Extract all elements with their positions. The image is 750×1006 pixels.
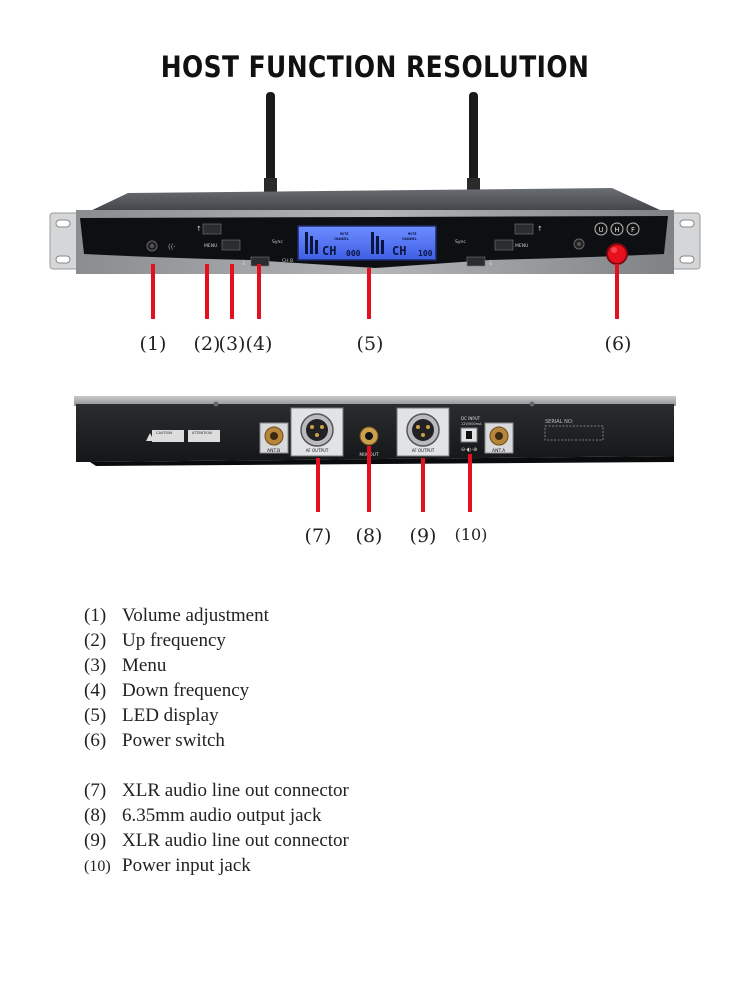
dc-input-jack-icon: DC INPUT 12V/500mA ⊖-◐-⊕ bbox=[460, 416, 482, 453]
svg-text:ANT.A: ANT.A bbox=[492, 448, 506, 454]
callout-6: (6) bbox=[604, 333, 632, 355]
rack-ear-right bbox=[669, 212, 701, 270]
svg-text:AF OUTPUT: AF OUTPUT bbox=[306, 448, 329, 453]
callout-2: (2) bbox=[193, 333, 221, 355]
svg-text:MENU: MENU bbox=[204, 243, 217, 249]
svg-text:CH B: CH B bbox=[282, 258, 293, 264]
marker-9 bbox=[421, 458, 425, 512]
legend-item-4: (4)Down frequency bbox=[84, 680, 250, 701]
svg-text:MUTE: MUTE bbox=[408, 232, 416, 236]
callout-8: (8) bbox=[355, 525, 383, 547]
svg-text:CH: CH bbox=[322, 244, 336, 258]
legend-item-3: (3)Menu bbox=[84, 655, 167, 676]
marker-8 bbox=[367, 446, 371, 512]
marker-1 bbox=[151, 264, 155, 319]
xlr-connector-left-icon: AF OUTPUT bbox=[290, 407, 344, 457]
svg-text:U: U bbox=[598, 226, 603, 234]
svg-text:Sync: Sync bbox=[272, 239, 283, 245]
lcd-display: CH 000 CH 100 MUTE CHANNEL MUTE CHANNEL bbox=[297, 225, 437, 261]
svg-text:CAUTION: CAUTION bbox=[156, 431, 172, 435]
svg-text:ANT.B: ANT.B bbox=[267, 448, 280, 454]
legend-item-10: (10)Power input jack bbox=[84, 855, 251, 876]
svg-text:DC INPUT: DC INPUT bbox=[461, 416, 481, 421]
callout-5: (5) bbox=[356, 333, 384, 355]
antenna-left-icon bbox=[264, 92, 277, 194]
marker-10 bbox=[468, 454, 472, 512]
svg-text:SERIAL NO:: SERIAL NO: bbox=[545, 419, 574, 425]
legend-item-2: (2)Up frequency bbox=[84, 630, 226, 651]
svg-text:Sync: Sync bbox=[455, 239, 466, 245]
callout-4: (4) bbox=[245, 333, 273, 355]
svg-text:CH: CH bbox=[392, 244, 406, 258]
legend-item-5: (5)LED display bbox=[84, 705, 219, 726]
legend-item-9: (9)XLR audio line out connector bbox=[84, 830, 349, 851]
svg-text:CHANNEL: CHANNEL bbox=[334, 237, 349, 241]
legend-item-6: (6)Power switch bbox=[84, 730, 225, 751]
svg-text:↑: ↑ bbox=[537, 225, 543, 233]
legend-item-7: (7)XLR audio line out connector bbox=[84, 780, 349, 801]
svg-text:((·: ((· bbox=[168, 243, 176, 251]
svg-text:100: 100 bbox=[418, 249, 433, 258]
svg-text:⊖-◐-⊕: ⊖-◐-⊕ bbox=[461, 447, 477, 453]
marker-7 bbox=[316, 458, 320, 512]
svg-text:↓: ↓ bbox=[488, 259, 494, 267]
xlr-connector-right-icon: AF OUTPUT bbox=[396, 407, 450, 457]
callout-1: (1) bbox=[139, 333, 167, 355]
svg-text:↑: ↑ bbox=[196, 225, 202, 233]
legend-item-8: (8)6.35mm audio output jack bbox=[84, 805, 322, 826]
svg-text:MUTE: MUTE bbox=[340, 232, 348, 236]
rear-panel-illustration: CAUTION ATTENTION ANT.B AF OUTPUT MIX OU… bbox=[74, 396, 676, 466]
power-button-icon bbox=[606, 243, 628, 265]
svg-text:CHANNEL: CHANNEL bbox=[402, 237, 417, 241]
svg-text:AF OUTPUT: AF OUTPUT bbox=[412, 448, 435, 453]
svg-text:F: F bbox=[631, 226, 635, 234]
front-panel-illustration: ((· ↑ ↓ MENU Sync CH B ↑ ↓ MENU Sync U H… bbox=[49, 92, 701, 274]
antenna-b-connector-icon: ANT.B bbox=[259, 422, 289, 454]
svg-text:↓: ↓ bbox=[241, 259, 247, 267]
svg-text:12V/500mA: 12V/500mA bbox=[461, 422, 482, 426]
callout-7: (7) bbox=[304, 525, 332, 547]
callout-9: (9) bbox=[409, 525, 437, 547]
svg-text:H: H bbox=[614, 226, 619, 234]
marker-5 bbox=[367, 268, 371, 319]
svg-text:000: 000 bbox=[346, 249, 361, 258]
warning-labels: CAUTION ATTENTION bbox=[146, 430, 220, 442]
marker-3 bbox=[230, 264, 234, 319]
marker-4 bbox=[257, 264, 261, 319]
function-legend: (1)Volume adjustment (2)Up frequency (3)… bbox=[84, 603, 349, 878]
legend-item-1: (1)Volume adjustment bbox=[84, 605, 269, 626]
callout-10: (10) bbox=[454, 525, 488, 544]
antenna-a-connector-icon: ANT.A bbox=[484, 422, 514, 454]
svg-text:MENU: MENU bbox=[515, 243, 528, 249]
marker-6 bbox=[615, 264, 619, 319]
callout-3: (3) bbox=[218, 333, 246, 355]
page-title: HOST FUNCTION RESOLUTION bbox=[160, 50, 590, 84]
svg-text:ATTENTION: ATTENTION bbox=[192, 431, 212, 435]
marker-2 bbox=[205, 264, 209, 319]
